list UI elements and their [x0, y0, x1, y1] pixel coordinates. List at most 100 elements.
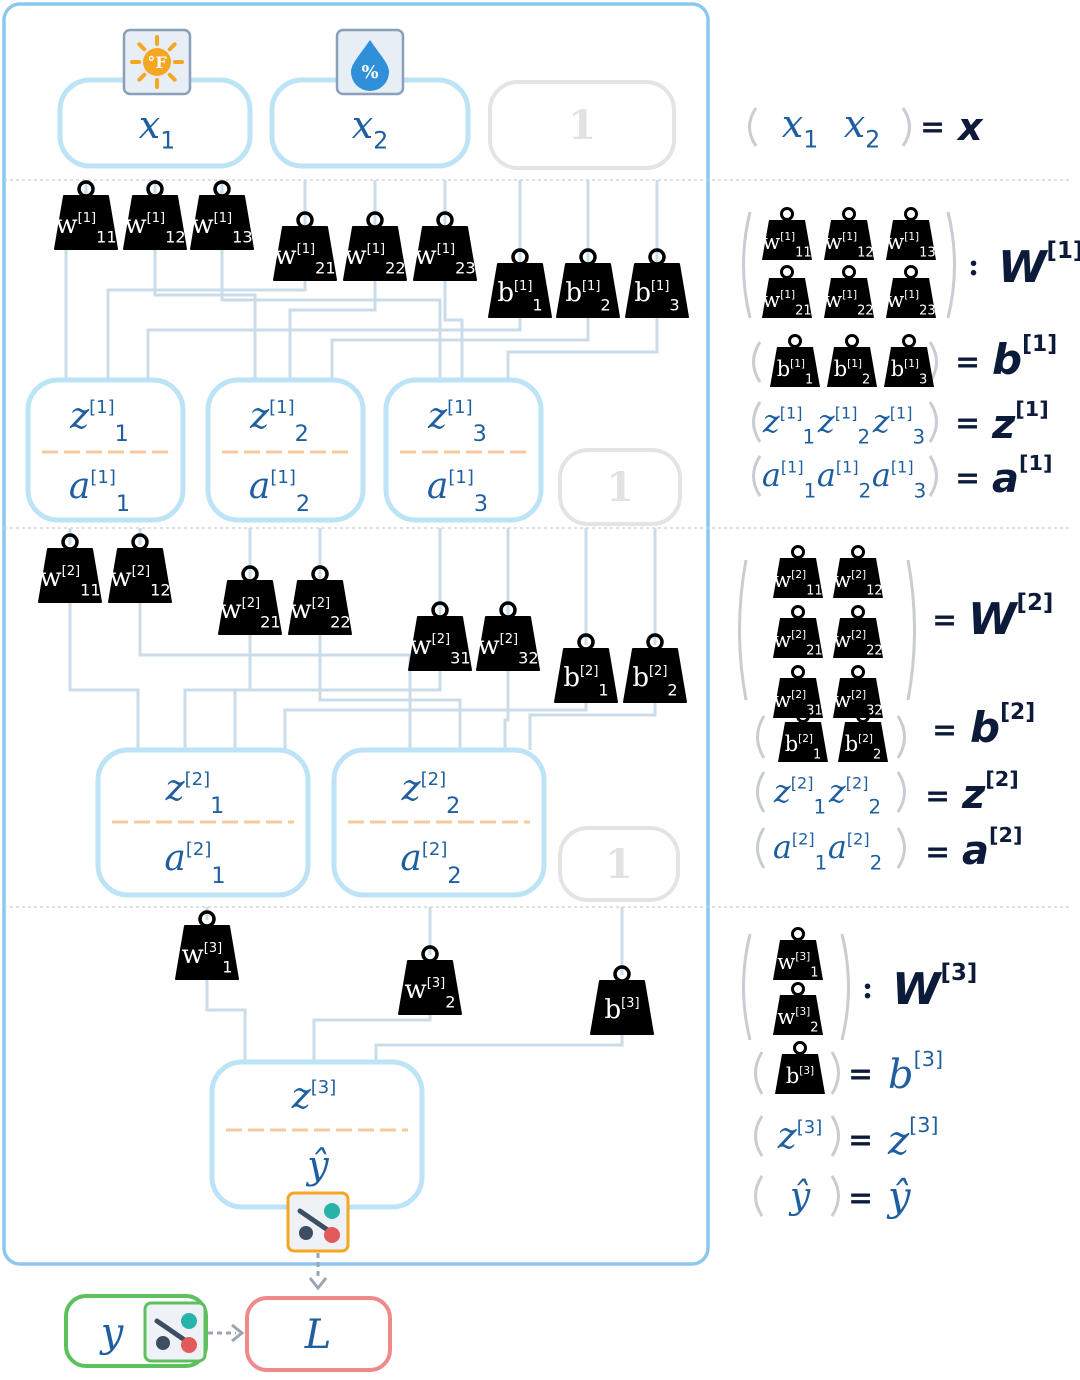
legend-b3-layer1: b[1]3	[884, 336, 934, 388]
hidden-node-2-layer1: z[1]2a[1]2	[208, 380, 363, 520]
paren-right	[832, 1176, 839, 1216]
legend-a1-layer1: a[1]1	[762, 456, 816, 503]
legend-z2-layer1: z[1]2	[817, 402, 870, 449]
connector	[314, 1010, 430, 1062]
weight-handle	[904, 336, 915, 347]
weight-handle	[793, 984, 804, 995]
predictor-dot	[156, 1336, 170, 1350]
bias-b2-layer2: b[2]2	[624, 635, 686, 702]
legend-equals: =	[932, 713, 957, 748]
bias-unit-layer2-label: 1	[605, 841, 633, 888]
input-layer: x1°Fx2%	[60, 30, 468, 166]
cross-mark-icon	[181, 1337, 197, 1353]
legend-z-layer3: z[3]	[777, 1116, 822, 1157]
legend-b-layer3: b[3]	[775, 1043, 825, 1095]
legend-b2-layer1: b[1]2	[827, 336, 877, 388]
legend-equals: =	[848, 1123, 873, 1158]
connector	[148, 318, 520, 380]
legend-equals: =	[925, 835, 950, 870]
legend-b3: b[3]	[888, 1047, 943, 1098]
output-node: z[3]ŷ	[212, 1062, 422, 1207]
legend-z3: z[3]	[887, 1113, 939, 1164]
predictor-icon	[288, 1193, 348, 1251]
weight-handle	[793, 607, 804, 618]
legend-equals: =	[848, 1057, 873, 1092]
weight-handle	[793, 547, 804, 558]
bias-unit-layer1: 1	[560, 450, 680, 524]
paren-right	[903, 108, 910, 146]
legend-colon: :	[862, 971, 873, 1006]
legend-z1-layer2: z[2]1	[773, 772, 826, 819]
input-node-2: x2%	[272, 30, 468, 166]
legend-W2: W[2]	[968, 590, 1053, 645]
legend-a2-layer1: a[1]2	[817, 456, 871, 503]
legend-W1: W[1]	[998, 238, 1080, 293]
legend-w13-layer1: w[1]13	[886, 209, 936, 261]
bias-unit-input: 1	[490, 82, 674, 168]
legend-W3: W[3]	[892, 960, 977, 1015]
check-mark-icon	[324, 1203, 340, 1219]
paren-left	[754, 456, 761, 496]
hidden-node-3-layer1: z[1]3a[1]3	[386, 380, 541, 520]
icon-symbol: %	[361, 62, 378, 83]
target-predictor-icon	[145, 1303, 205, 1361]
humidity-drop-icon: %	[337, 30, 403, 94]
bias-b1-layer2: b[2]1	[555, 635, 617, 702]
connector	[285, 700, 586, 750]
legend-w23-layer1: w[1]23	[886, 267, 936, 319]
connector	[155, 230, 255, 380]
target-y-label: y	[99, 1310, 125, 1356]
legend-colon: :	[968, 248, 979, 283]
legend-w11-layer1: w[1]11	[762, 209, 812, 261]
paren-left	[744, 934, 751, 1040]
hidden-node-2-layer2: z[2]2a[2]2	[334, 750, 544, 895]
bias-unit-layer1-label: 1	[606, 464, 634, 511]
legend-equals: =	[925, 779, 950, 814]
weight-handle	[847, 336, 858, 347]
paren-left	[750, 108, 757, 146]
weight-w1-layer3: w[3]1	[176, 912, 238, 979]
cross-mark-icon	[324, 1227, 340, 1243]
connector	[70, 600, 138, 750]
paren-left	[754, 402, 761, 442]
paren-left	[756, 1052, 763, 1094]
paren-right	[948, 212, 955, 318]
legend-w31-layer2: w[2]31	[773, 667, 823, 719]
legend-a1-layer2: a[2]1	[773, 828, 827, 875]
weight-w2-layer3: w[3]2	[399, 947, 461, 1014]
legend-equals: =	[920, 110, 945, 145]
legend-equals: =	[848, 1181, 873, 1216]
loss-node: L	[247, 1298, 390, 1370]
weight-handle	[906, 267, 917, 278]
legend-w22-layer1: w[1]22	[824, 267, 874, 319]
legend-b1: b[1]	[992, 332, 1057, 384]
icon-symbol: °F	[147, 53, 167, 72]
legend-equals: =	[955, 345, 980, 380]
paren-left	[740, 560, 747, 700]
connector	[530, 700, 655, 750]
weight-handle	[844, 209, 855, 220]
loss-label: L	[304, 1312, 332, 1358]
legend-z3-layer1: z[1]3	[872, 402, 925, 449]
paren-right	[898, 772, 905, 812]
paren-left	[744, 212, 751, 318]
flow-arrow-head	[310, 1278, 326, 1288]
legend-a2: a[2]	[962, 823, 1022, 874]
paren-right	[842, 934, 849, 1040]
connector	[207, 975, 245, 1062]
weight-handle	[853, 607, 864, 618]
weight-handle	[844, 267, 855, 278]
paren-right	[898, 828, 905, 868]
weight-handle	[906, 209, 917, 220]
paren-right	[898, 716, 905, 758]
weight-handle	[782, 267, 793, 278]
legend-equals: =	[955, 461, 980, 496]
legend-w22-layer2: w[2]22	[833, 607, 883, 659]
weight-handle	[793, 667, 804, 678]
legend-z1-layer1: z[1]1	[762, 402, 815, 449]
legend-w11-layer2: w[2]11	[773, 547, 823, 599]
paren-right	[832, 1052, 839, 1094]
bias-unit-layer2: 1	[560, 828, 678, 900]
input-node-1: x1°F	[60, 30, 250, 166]
